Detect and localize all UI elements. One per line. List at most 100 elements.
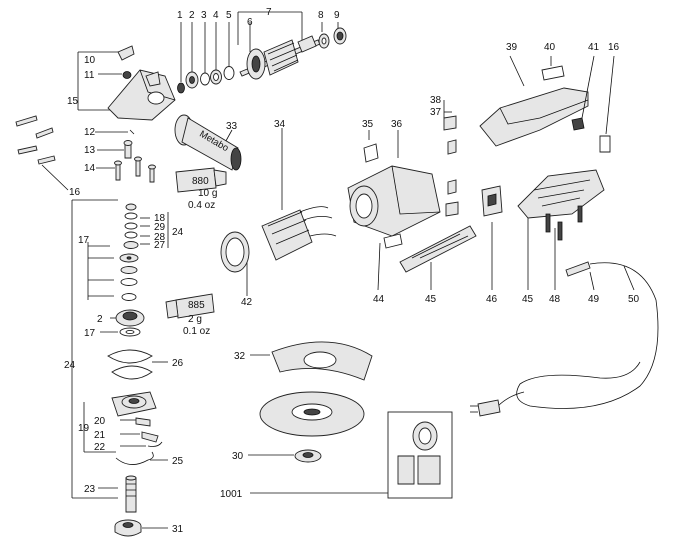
callout-1001: 1001 (220, 489, 243, 500)
callout-50: 50 (628, 294, 640, 305)
callout-42: 42 (241, 297, 253, 308)
callout-19: 19 (78, 423, 90, 434)
callout-48: 48 (549, 294, 561, 305)
label-40 (541, 56, 565, 81)
callout-45-left: 45 (425, 294, 437, 305)
callout-16-left: 16 (69, 187, 81, 198)
callout-8: 8 (318, 10, 324, 21)
callout-26: 26 (172, 358, 184, 369)
switch-46 (481, 185, 503, 290)
grease-tube-880 (175, 167, 227, 193)
nut-30 (248, 449, 322, 463)
callout-6: 6 (247, 17, 253, 28)
callout-16-right: 16 (608, 42, 620, 53)
pin-16-right (599, 55, 615, 153)
callout-24-right: 24 (172, 227, 184, 238)
grease-880-oz: 0.4 oz (188, 200, 215, 211)
callout-31: 31 (172, 524, 184, 535)
callout-32: 32 (234, 351, 246, 362)
part-41 (571, 55, 595, 131)
gear-stack (71, 199, 169, 499)
detail-inset-1001 (250, 411, 453, 499)
plate-44 (377, 233, 403, 291)
callout-12: 12 (84, 127, 96, 138)
brushes-37-38 (443, 100, 459, 217)
callout-33: 33 (226, 121, 238, 132)
grease-885-oz: 0.1 oz (183, 326, 210, 337)
rear-cover-39 (479, 55, 589, 147)
callout-3: 3 (201, 10, 207, 21)
callout-7: 7 (266, 7, 272, 18)
part-4-bearing (210, 22, 222, 85)
part-9-cap (333, 22, 347, 45)
callout-24-left: 24 (64, 360, 76, 371)
washer-17 (100, 327, 141, 337)
callout-17-bottom: 17 (84, 328, 96, 339)
callout-5: 5 (226, 10, 232, 21)
callout-36: 36 (391, 119, 403, 130)
grease-885-amount: 2 g (188, 314, 202, 325)
callout-15: 15 (67, 96, 79, 107)
gear-housing (15, 45, 176, 191)
gaskets-26 (107, 349, 168, 380)
callout-41: 41 (588, 42, 600, 53)
callout-39: 39 (506, 42, 518, 53)
callout-25: 25 (172, 456, 184, 467)
callout-27: 27 (154, 240, 166, 251)
cable-49-50 (470, 261, 659, 417)
callout-38: 38 (430, 95, 442, 106)
screws-48 (545, 205, 583, 290)
callout-49: 49 (588, 294, 600, 305)
part-6-7-armature (237, 11, 321, 80)
bevel-gear-2 (110, 309, 145, 327)
callout-22: 22 (94, 442, 106, 453)
part-1-nut (177, 22, 185, 94)
part-8-bearing (318, 22, 330, 49)
callout-labels: 1 2 3 4 5 6 7 8 9 10 11 15 12 13 14 16 3… (64, 7, 640, 535)
stator-34 (261, 128, 337, 261)
ring-42 (220, 231, 250, 296)
bearing-flange (83, 391, 168, 465)
callout-37: 37 (430, 107, 442, 118)
callout-9: 9 (334, 10, 340, 21)
cover-45-left (399, 225, 477, 290)
grease-tube-885 (165, 293, 215, 319)
callout-34: 34 (274, 119, 286, 130)
callout-1: 1 (177, 10, 183, 21)
callout-23: 23 (84, 484, 96, 495)
grease-880-amount: 10 g (198, 188, 217, 199)
callout-4: 4 (213, 10, 219, 21)
rear-housing-45 (517, 169, 605, 290)
callout-2: 2 (189, 10, 195, 21)
callout-14: 14 (84, 163, 96, 174)
callout-10: 10 (84, 55, 96, 66)
part-5-ring (223, 22, 235, 80)
callout-29: 29 (154, 222, 166, 233)
side-handle: Metabo (174, 114, 242, 171)
grease-880-code: 880 (192, 176, 209, 187)
callout-45-right: 45 (522, 294, 534, 305)
callout-30: 30 (232, 451, 244, 462)
flange-31 (114, 519, 168, 537)
callout-40: 40 (544, 42, 556, 53)
callout-46: 46 (486, 294, 498, 305)
callout-35: 35 (362, 119, 374, 130)
callout-28: 28 (154, 232, 166, 243)
callout-13: 13 (84, 145, 96, 156)
spindle-23 (98, 475, 137, 513)
callout-17-top: 17 (78, 235, 90, 246)
callout-2-gear: 2 (97, 314, 103, 325)
grease-885-code: 885 (188, 300, 205, 311)
motor-housing-36 (347, 130, 441, 237)
part-3-washer (200, 22, 210, 86)
callout-11: 11 (84, 70, 95, 81)
wheel-guard-32 (250, 341, 373, 381)
part-2-gear (185, 22, 199, 89)
callout-20: 20 (94, 416, 106, 427)
callout-44: 44 (373, 294, 385, 305)
grinding-disc (259, 391, 365, 437)
callout-21: 21 (94, 430, 106, 441)
callout-18: 18 (154, 213, 166, 224)
